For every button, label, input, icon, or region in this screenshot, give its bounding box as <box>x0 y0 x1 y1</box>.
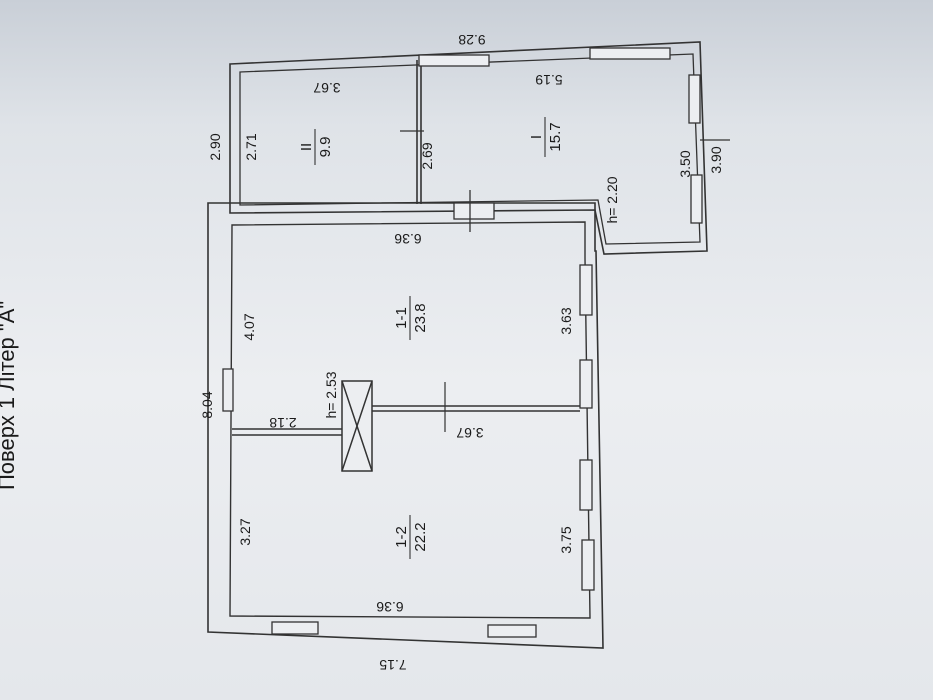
room-label-1-2: 1-2 22.2 <box>393 515 429 559</box>
dim-partition-length: 3.67 <box>456 425 483 441</box>
dim-room11-bottom: 3.63 <box>558 307 574 334</box>
dim-room12-right: 6.36 <box>376 599 403 615</box>
dim-room11-top: 4.07 <box>241 313 257 340</box>
svg-text:23.8: 23.8 <box>412 303 429 332</box>
dim-overall-right: 7.15 <box>379 657 406 673</box>
dim-roomI-right: 5.19 <box>535 72 562 88</box>
window <box>589 47 671 60</box>
dim-roomII-left: 3.67 <box>313 80 340 96</box>
window <box>222 368 234 412</box>
window <box>688 74 701 124</box>
main-building <box>207 202 604 649</box>
room-label-I: I 15.7 <box>528 117 564 157</box>
dim-annex-end-b: 3.90 <box>708 146 724 173</box>
svg-text:I: I <box>528 135 545 139</box>
window <box>418 54 490 67</box>
window <box>579 359 593 409</box>
dim-overall-top: 8.04 <box>199 391 215 418</box>
dim-annex-end-a: 3.50 <box>677 150 693 177</box>
svg-text:1-1: 1-1 <box>393 307 410 329</box>
dim-annex-partition: 2.69 <box>419 142 435 169</box>
dim-annex-length: 9.28 <box>458 32 485 48</box>
height-annex: h= 2.20 <box>604 176 620 223</box>
dim-room12-top: 3.27 <box>237 518 253 545</box>
svg-text:22.2: 22.2 <box>412 522 429 551</box>
window <box>271 621 319 635</box>
svg-text:II: II <box>298 143 315 151</box>
svg-text:9.9: 9.9 <box>317 137 334 158</box>
main-windows <box>222 264 595 638</box>
height-main: h= 2.53 <box>323 371 339 418</box>
window <box>581 539 595 591</box>
dim-annex-top: 2.90 <box>207 133 223 160</box>
window <box>487 624 537 638</box>
dim-room12-bottom: 3.75 <box>558 526 574 553</box>
window <box>579 264 593 316</box>
annex <box>229 41 708 255</box>
room-label-II: II 9.9 <box>298 129 334 165</box>
window <box>579 459 593 511</box>
svg-text:1-2: 1-2 <box>393 526 410 548</box>
dim-partition-short: 2.18 <box>269 415 296 431</box>
room-label-1-1: 1-1 23.8 <box>393 296 429 340</box>
dim-room11-left: 6.36 <box>394 231 421 247</box>
partition-main <box>232 382 580 436</box>
dim-roomII-top: 2.71 <box>243 133 259 160</box>
window <box>453 202 495 220</box>
stove <box>341 380 373 472</box>
floor-title: Поверх 1 Літер "А" <box>0 301 19 490</box>
annex-windows <box>418 47 730 232</box>
window <box>690 174 703 224</box>
svg-text:15.7: 15.7 <box>547 122 564 151</box>
